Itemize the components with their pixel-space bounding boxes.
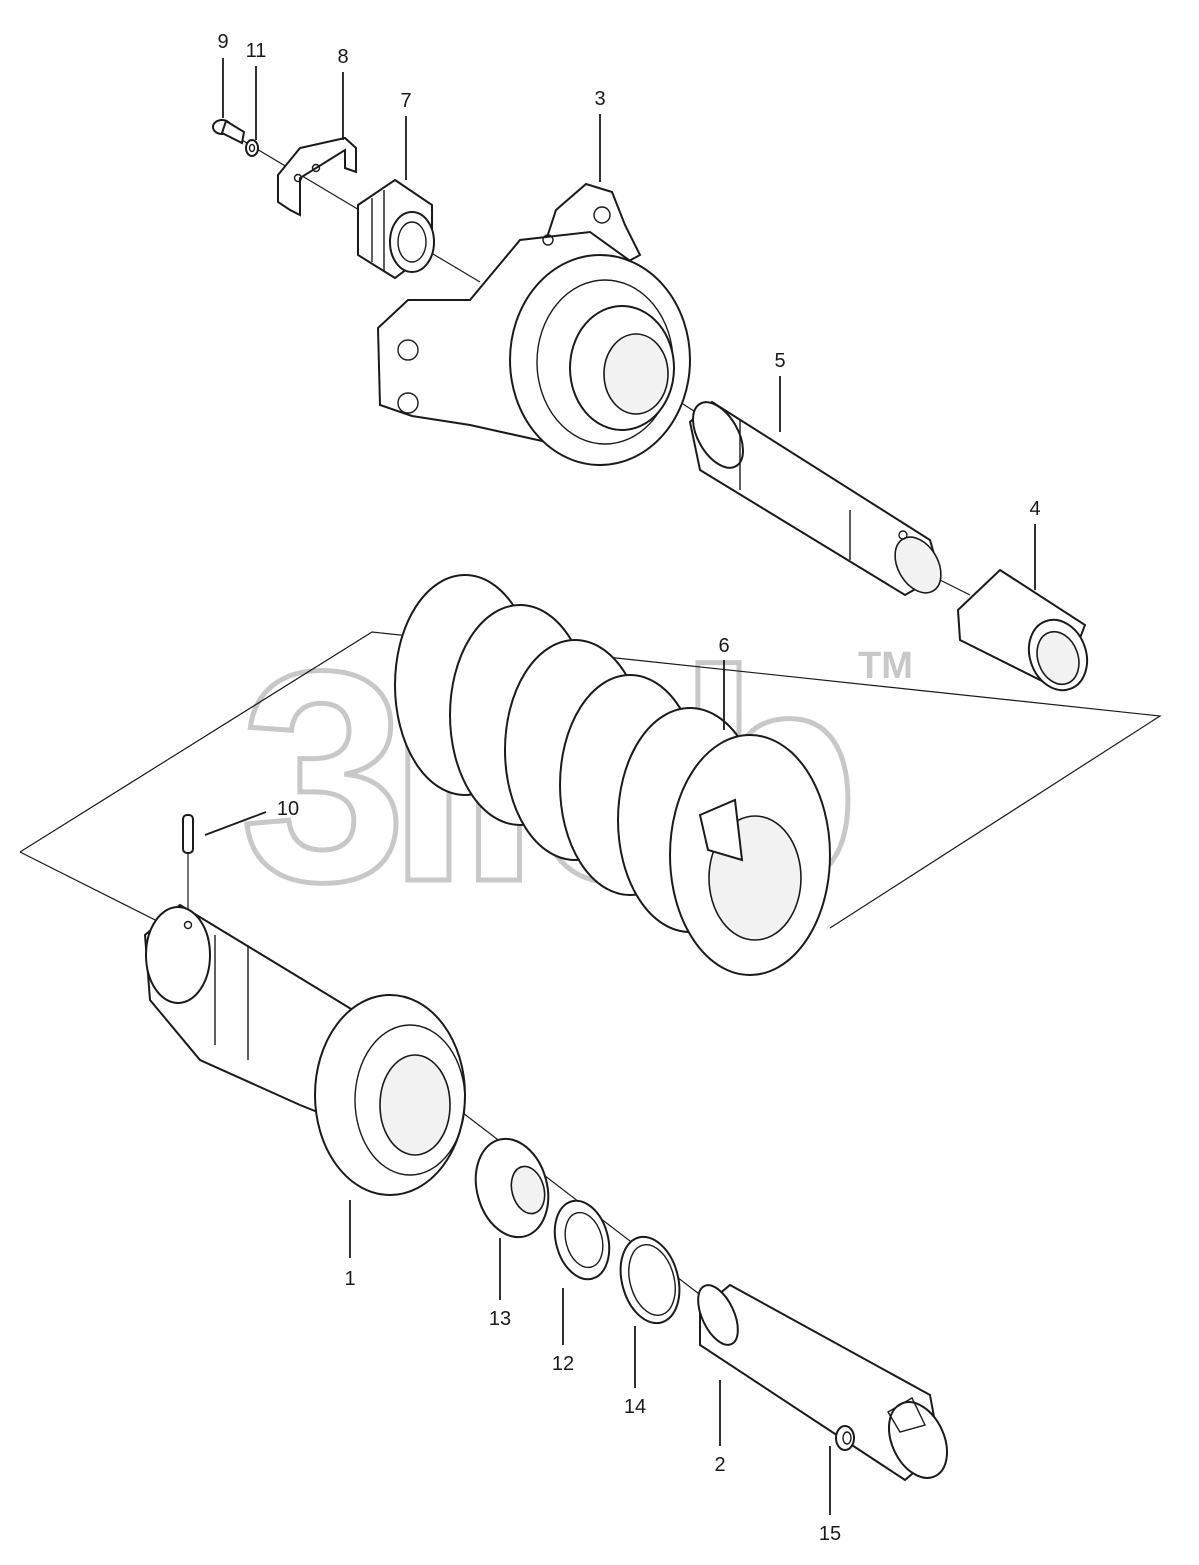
watermark-trademark: TM [858,645,913,687]
callout-3: 3 [594,88,605,110]
callout-5: 5 [774,350,785,372]
part-15-clip [835,1425,855,1451]
assembly-outline [19,631,1162,929]
part-1-guide [143,903,466,1196]
callout-14: 14 [624,1396,646,1418]
part-12-lockwasher [553,1199,611,1281]
callout-10: 10 [277,798,299,820]
part-2-pin [697,1283,949,1482]
part-7-bearing [357,178,435,280]
callout-9: 9 [217,31,228,53]
leader-lines [204,58,1036,1515]
part-13-spacer [474,1137,550,1239]
part-14-snapring [619,1235,681,1325]
part-3-housing [376,182,691,466]
part-11-washer [245,139,259,157]
callouts: 9 11 8 7 3 5 4 6 10 1 13 12 14 2 15 [217,31,1040,1545]
top-axis-line [224,129,481,283]
callout-6: 6 [718,635,729,657]
callout-8: 8 [337,46,348,68]
callout-7: 7 [400,90,411,112]
callout-13: 13 [489,1308,511,1330]
callout-15: 15 [819,1523,841,1545]
part-6-spring [394,574,831,976]
callout-2: 2 [714,1454,725,1476]
callout-12: 12 [552,1353,574,1375]
callout-11: 11 [246,40,267,62]
part-10-dowel [182,814,194,854]
part-8-bracket [277,136,357,217]
part-4-bushing [956,568,1089,692]
part-5-shaft [688,400,942,597]
callout-4: 4 [1029,498,1040,520]
callout-1: 1 [344,1268,355,1290]
part-9-bolt [212,119,246,145]
leader-10 [204,811,267,836]
